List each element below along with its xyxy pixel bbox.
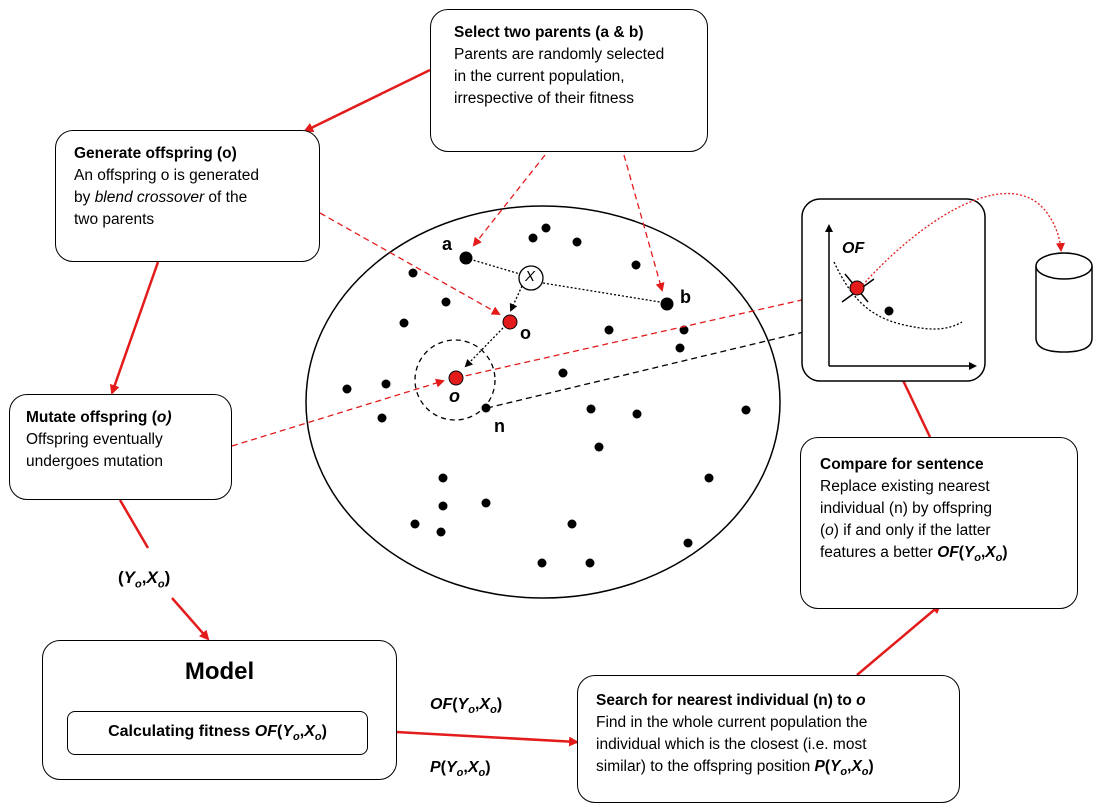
- mutation-neighborhood: [414, 339, 496, 421]
- of-arrow-label: OF(Yo,Xo): [430, 696, 503, 717]
- individual-dot: [704, 473, 714, 483]
- individual-dot: [377, 413, 387, 423]
- individual-dot: [342, 384, 352, 394]
- mutate-offspring-box: Mutate offspring (o) Offspring eventuall…: [9, 394, 232, 500]
- offspring-dot: [502, 314, 518, 330]
- select-parents-box: Select two parents (a & b) Parents are r…: [430, 9, 708, 152]
- select-to-a-arrow: [472, 154, 546, 247]
- individual-dot: [572, 237, 582, 247]
- search-nearest-box: Search for nearest individual (n) to o F…: [577, 675, 960, 803]
- compare-line-2: individual (n) by offspring: [820, 500, 993, 517]
- individual-dot: [558, 368, 568, 378]
- individual-dot: [436, 527, 446, 537]
- compare-title: Compare for sentence: [820, 456, 984, 473]
- parent-b-dot: [660, 297, 674, 311]
- fitness-plot-box: [801, 198, 986, 382]
- individual-dot: [604, 325, 614, 335]
- search-nearest-line-1: Find in the whole current population the: [596, 714, 868, 731]
- generate-offspring-line-2: by blend crossover of the: [74, 189, 248, 206]
- mutate-offspring-line-1: Offspring eventually: [26, 431, 163, 448]
- plot-of-label: OF: [842, 240, 865, 257]
- individual-dot: [683, 538, 693, 548]
- model-to-search-arrow: [395, 730, 579, 747]
- parent-a-dot: [459, 251, 473, 265]
- select-to-b-arrow: [623, 154, 665, 292]
- individual-dot: [567, 519, 577, 529]
- select-parents-line-1: Parents are randomly selected: [454, 46, 665, 63]
- parent-a-line: [465, 257, 521, 275]
- generate-offspring-line-3: two parents: [74, 211, 155, 228]
- search-nearest-line-2: individual which is the closest (i.e. mo…: [596, 736, 867, 753]
- generate-offspring-box: Generate offspring (o) An offspring o is…: [55, 130, 320, 262]
- individual-dot: [632, 409, 642, 419]
- compare-box: Compare for sentence Replace existing ne…: [800, 437, 1078, 609]
- point-n-label: n: [494, 416, 505, 436]
- select-to-generate-arrow: [303, 68, 431, 133]
- individual-dot: [410, 519, 420, 529]
- compare-line-3: (o) if and only if the latter: [820, 522, 991, 539]
- individual-dot: [679, 325, 689, 335]
- mutate-to-yx-line: [118, 499, 150, 549]
- individual-dot: [408, 268, 418, 278]
- individual-dot: [537, 558, 547, 568]
- population-ellipse: [305, 205, 781, 599]
- compare-line-4: features a better OF(Yo,Xo): [820, 544, 1008, 565]
- crossover-circle: [518, 265, 544, 291]
- parent-b-line: [542, 282, 667, 304]
- database-icon: [1035, 252, 1093, 353]
- population-individuals: [342, 223, 751, 568]
- point-o-label: o: [520, 323, 531, 343]
- search-nearest-line-3: similar) to the offspring position P(Yo,…: [596, 758, 874, 779]
- p-arrow-label: P(Yo,Xo): [430, 759, 491, 780]
- nearest-individual-dot: [481, 403, 491, 413]
- search-to-compare-arrow: [856, 603, 942, 676]
- point-o-mutated-label: o: [449, 386, 460, 406]
- compare-line-1: Replace existing nearest: [820, 478, 990, 495]
- generate-to-o-arrow: [319, 212, 501, 315]
- generate-to-mutate-arrow: [109, 261, 160, 395]
- individual-dot: [399, 318, 409, 328]
- individual-dot: [438, 473, 448, 483]
- nearest-to-plot-line: [486, 312, 884, 409]
- fitness-calc-box: Calculating fitness OF(Yo,Xo): [67, 711, 368, 755]
- point-b-label: b: [680, 287, 691, 307]
- o-to-plot-line: [455, 287, 856, 379]
- individual-dot: [585, 558, 595, 568]
- mutate-offspring-line-2: undergoes mutation: [26, 453, 164, 470]
- individual-dot: [528, 233, 538, 243]
- plot-to-db-arrow: [859, 192, 1065, 289]
- individual-dot: [541, 223, 551, 233]
- crossover-to-o: [509, 285, 523, 312]
- mutate-offspring-title: Mutate offspring (o): [26, 409, 172, 426]
- individual-dot: [481, 498, 491, 508]
- plot-offspring-dot: [849, 280, 865, 296]
- individual-dot: [586, 404, 596, 414]
- point-a-label: a: [442, 234, 453, 254]
- individual-dot: [381, 379, 391, 389]
- plot-nearest-dot: [884, 306, 894, 316]
- mutate-to-o-arrow: [231, 378, 445, 447]
- model-box: Model Calculating fitness OF(Yo,Xo): [42, 640, 397, 780]
- individual-dot: [741, 405, 751, 415]
- search-nearest-title: Search for nearest individual (n) to o: [596, 692, 866, 709]
- model-title: Model: [184, 658, 255, 685]
- yx-label: (Yo,Xo): [118, 568, 171, 591]
- generate-offspring-title: Generate offspring (o): [74, 145, 237, 162]
- individual-dot: [438, 501, 448, 511]
- mutation-arrow: [464, 327, 504, 368]
- select-parents-title: Select two parents (a & b): [454, 24, 644, 41]
- individual-dot: [441, 297, 451, 307]
- individual-dot: [631, 260, 641, 270]
- generate-offspring-line-1: An offspring o is generated: [74, 167, 259, 184]
- individual-dot: [675, 343, 685, 353]
- individual-dot: [594, 442, 604, 452]
- select-parents-line-3: irrespective of their fitness: [454, 90, 635, 107]
- crossover-label: X: [525, 268, 536, 285]
- yx-to-model-arrow: [171, 597, 210, 641]
- select-parents-line-2: in the current population,: [454, 68, 625, 85]
